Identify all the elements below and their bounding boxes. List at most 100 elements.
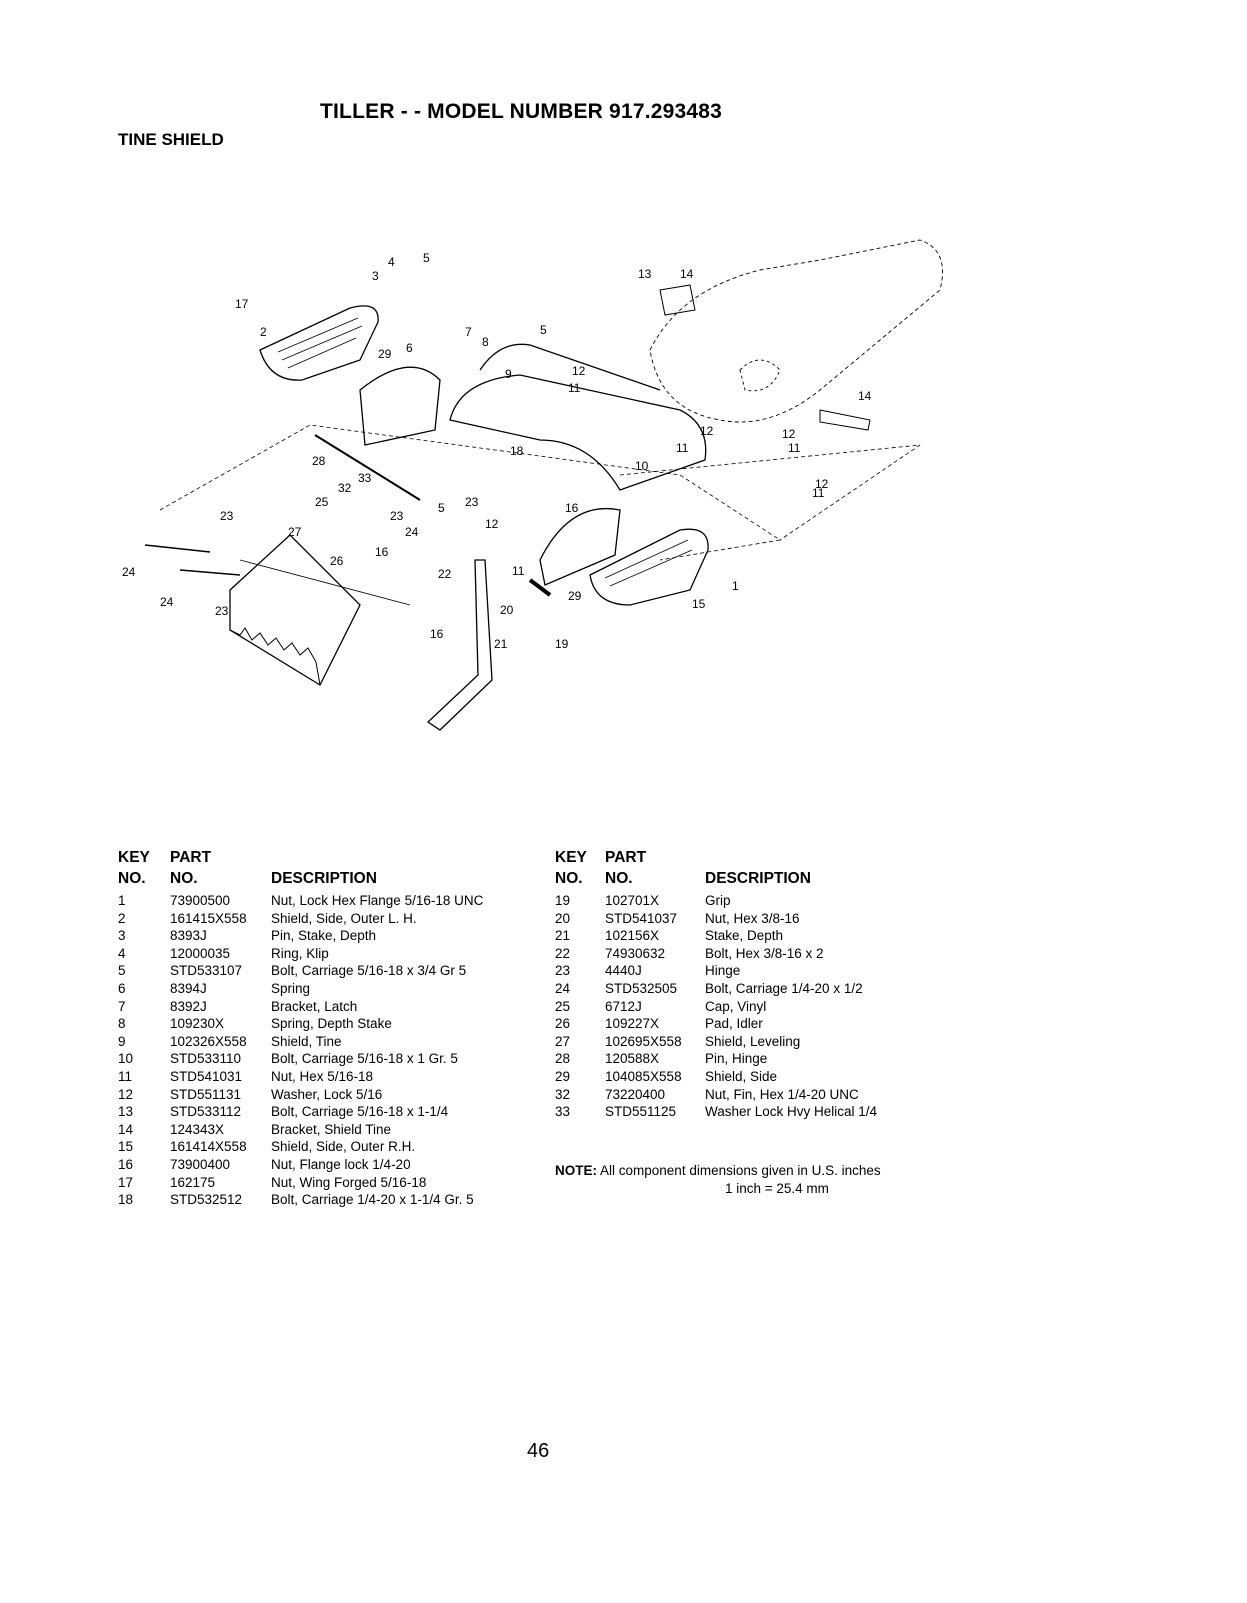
- part-number: 162175: [170, 1174, 216, 1190]
- part-description: Bolt, Carriage 1/4-20 x 1-1/4 Gr. 5: [271, 1192, 474, 1208]
- svg-text:25: 25: [315, 495, 329, 509]
- svg-text:12: 12: [485, 517, 499, 531]
- note-conversion: 1 inch = 25.4 mm: [725, 1181, 829, 1196]
- part-number: 4440J: [605, 963, 642, 979]
- header-key-line1: KEY: [118, 849, 150, 866]
- key-number: 28: [555, 1051, 571, 1067]
- svg-text:7: 7: [465, 325, 472, 339]
- header-part-line1: PART: [170, 849, 212, 866]
- key-number: 18: [118, 1192, 134, 1208]
- svg-text:29: 29: [378, 347, 392, 361]
- svg-text:9: 9: [505, 367, 512, 381]
- part-description: Bolt, Carriage 1/4-20 x 1/2: [705, 980, 863, 996]
- part-description: Shield, Leveling: [705, 1033, 801, 1049]
- part-number: 73900400: [170, 1156, 231, 1172]
- key-number: 1: [118, 893, 126, 908]
- svg-text:12: 12: [700, 424, 714, 438]
- svg-text:28: 28: [312, 454, 326, 468]
- key-number: 12: [118, 1086, 134, 1102]
- key-number: 5: [118, 963, 126, 979]
- depth-stake: [426, 559, 493, 731]
- key-number: 3: [118, 928, 126, 944]
- svg-text:32: 32: [338, 481, 352, 495]
- key-number: 9: [118, 1033, 126, 1049]
- part-description: Grip: [705, 893, 731, 908]
- key-number: 23: [555, 963, 571, 979]
- part-description: Bolt, Hex 3/8-16 x 2: [705, 945, 824, 961]
- table-row: 15 161414X558 Shield, Side, Outer R.H.: [118, 1138, 548, 1156]
- part-description: Pin, Stake, Depth: [271, 928, 377, 944]
- header-key-line1: KEY: [555, 849, 587, 866]
- part-description: Shield, Tine: [271, 1033, 342, 1049]
- key-number: 32: [555, 1086, 571, 1102]
- part-number: 161415X558: [170, 910, 247, 926]
- svg-text:24: 24: [122, 565, 136, 579]
- part-description: Nut, Hex 5/16-18: [271, 1068, 374, 1084]
- svg-text:6: 6: [406, 341, 413, 355]
- table-row: 3 8393J Pin, Stake, Depth: [118, 927, 548, 945]
- header-description: DESCRIPTION: [271, 870, 377, 887]
- key-number: 24: [555, 980, 571, 996]
- part-description: Washer, Lock 5/16: [271, 1086, 383, 1102]
- page-number: 46: [527, 1440, 550, 1462]
- key-number: 29: [555, 1068, 571, 1084]
- key-number: 7: [118, 998, 126, 1014]
- part-description: Ring, Klip: [271, 945, 329, 961]
- svg-text:11: 11: [812, 486, 825, 500]
- svg-text:12: 12: [572, 364, 586, 378]
- part-number: 8393J: [170, 928, 207, 944]
- part-number: 161414X558: [170, 1139, 247, 1155]
- page-title: TILLER - - MODEL NUMBER 917.293483: [320, 100, 723, 123]
- key-number: 15: [118, 1139, 134, 1155]
- part-number: STD533107: [170, 963, 243, 979]
- svg-text:21: 21: [494, 637, 508, 651]
- svg-text:23: 23: [220, 509, 234, 523]
- svg-text:12: 12: [782, 427, 796, 441]
- part-description: Nut, Fin, Hex 1/4-20 UNC: [705, 1086, 859, 1102]
- part-description: Shield, Side, Outer R.H.: [271, 1139, 416, 1155]
- note-label: NOTE:: [555, 1163, 597, 1178]
- svg-text:14: 14: [858, 389, 872, 403]
- svg-text:11: 11: [568, 381, 581, 395]
- part-number: 73900500: [170, 893, 231, 908]
- svg-text:24: 24: [160, 595, 174, 609]
- key-number: 8: [118, 1016, 126, 1032]
- key-number: 6: [118, 980, 126, 996]
- part-number: STD532512: [170, 1192, 243, 1208]
- part-number: STD551125: [605, 1104, 677, 1120]
- tine-shield-body: [449, 374, 707, 491]
- part-number: STD541037: [605, 910, 678, 926]
- svg-text:16: 16: [565, 501, 579, 515]
- part-description: Bracket, Shield Tine: [271, 1121, 392, 1137]
- header-part-line2: NO.: [170, 870, 198, 887]
- svg-text:13: 13: [638, 267, 652, 281]
- key-number: 19: [555, 893, 571, 908]
- part-number: STD541031: [170, 1068, 243, 1084]
- svg-text:16: 16: [430, 627, 444, 641]
- svg-text:14: 14: [680, 267, 694, 281]
- part-description: Pad, Idler: [705, 1016, 763, 1032]
- svg-text:24: 24: [405, 525, 419, 539]
- part-number: 6712J: [605, 998, 642, 1014]
- key-number: 22: [555, 945, 571, 961]
- svg-text:22: 22: [438, 567, 452, 581]
- key-number: 25: [555, 998, 571, 1014]
- note: NOTE: All component dimensions given in …: [555, 1163, 881, 1178]
- key-number: 13: [118, 1104, 134, 1120]
